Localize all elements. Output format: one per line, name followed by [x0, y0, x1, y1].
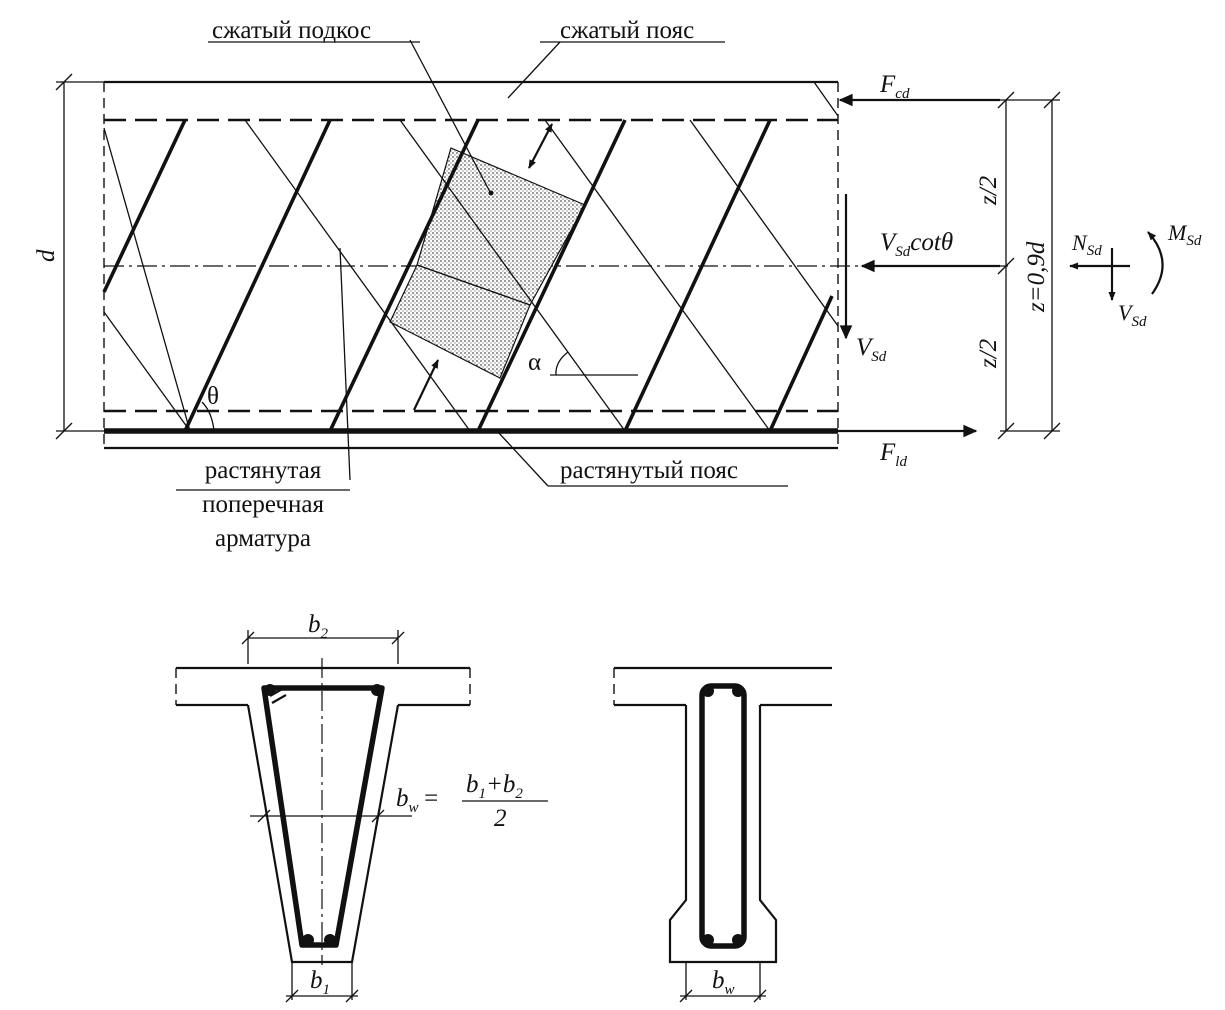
compressed-strut-label: сжатый подкос: [212, 17, 371, 44]
half-z-upper: z/2: [975, 176, 1002, 206]
chord-label-leader: [507, 41, 561, 99]
concrete-struts: [103, 119, 839, 432]
rebar2-top-right: [732, 685, 744, 697]
fld-symbol: Fld: [879, 439, 907, 470]
vsd-small-symbol: VSd: [1118, 300, 1147, 330]
strut-label-dot: [488, 190, 494, 196]
tension-chord-leader: [497, 431, 549, 487]
stirrup-hook-2: [271, 694, 287, 704]
web-reinforcement-label-1: растянутая: [205, 457, 322, 484]
tension-chord-label: растянутый пояс: [560, 457, 738, 484]
strut-width-arrow-top: [528, 123, 553, 169]
half-z-lower: z/2: [975, 339, 1002, 369]
strut-band-lower: [389, 264, 531, 379]
bw-formula-denominator: 2: [494, 805, 507, 832]
tapered-web-section: b2 bw= b1+b2 2 b1: [175, 611, 548, 1003]
b2-symbol: b2: [308, 611, 329, 642]
b1-symbol: b1: [310, 967, 330, 998]
web-reinforcement-leader: [339, 247, 351, 481]
vsd-symbol: VSd: [856, 334, 887, 365]
alpha-symbol: α: [528, 349, 541, 376]
d-tick-bottom: [55, 422, 73, 440]
z-outer-tick-bottom: [1043, 422, 1061, 440]
strut-width-arrow-bottom: [413, 359, 439, 411]
d-symbol: d: [33, 249, 60, 262]
bw2-tick-right: [753, 989, 767, 1003]
bw2-symbol: bw: [712, 967, 735, 998]
rebar-top-left: [264, 684, 276, 696]
web-reinforcement-label-3: арматура: [215, 525, 311, 552]
b2-tick-right: [391, 631, 405, 645]
rebar-top-right: [371, 684, 383, 696]
beam-elevation: сжатый подкос сжатый пояс растянутый поя…: [33, 17, 1061, 552]
bw-tick-left: [257, 809, 271, 823]
compressed-chord-label: сжатый пояс: [560, 17, 694, 44]
msd-arc-arrow: [1147, 231, 1164, 295]
bw2-tick-left: [679, 989, 693, 1003]
z-value-symbol: z=0,9d: [1023, 241, 1050, 313]
tapered-stirrup: [261, 685, 385, 948]
nsd-symbol: NSd: [1071, 230, 1102, 259]
vsd-cot-symbol: VSdcotθ: [880, 229, 953, 260]
d-tick-top: [55, 73, 73, 91]
rebar2-bottom-left: [702, 934, 714, 946]
strut-label-leader: [409, 39, 491, 193]
tension-stirrups: [102, 119, 834, 432]
rebar2-bottom-right: [732, 934, 744, 946]
fcd-symbol: Fcd: [879, 71, 910, 102]
theta-symbol: θ: [207, 383, 219, 410]
web2-outline: [668, 705, 778, 964]
bw-formula-symbol: bw=: [396, 785, 439, 816]
z-outer-tick-top: [1043, 91, 1061, 109]
rebar-bottom-right: [324, 934, 336, 946]
z-tick-mid: [997, 257, 1015, 275]
rectangular-web-section: bw: [613, 666, 832, 1003]
web2-stirrup: [699, 683, 747, 949]
sign-convention: NSd VSd MSd: [1069, 220, 1202, 330]
msd-symbol: MSd: [1167, 220, 1202, 249]
rebar-bottom-left: [302, 934, 314, 946]
theta-arc: [201, 401, 215, 432]
right-corner-tick: [813, 81, 839, 117]
alpha-arc: [555, 351, 569, 376]
web-reinforcement-label-2: поперечная: [202, 491, 324, 518]
b1-tick-left: [285, 989, 299, 1003]
bw-formula-numerator: b1+b2: [466, 771, 523, 802]
b2-tick-left: [241, 631, 255, 645]
rebar2-top-left: [702, 685, 714, 697]
bw-tick-right: [371, 809, 385, 823]
b1-tick-right: [345, 989, 359, 1003]
